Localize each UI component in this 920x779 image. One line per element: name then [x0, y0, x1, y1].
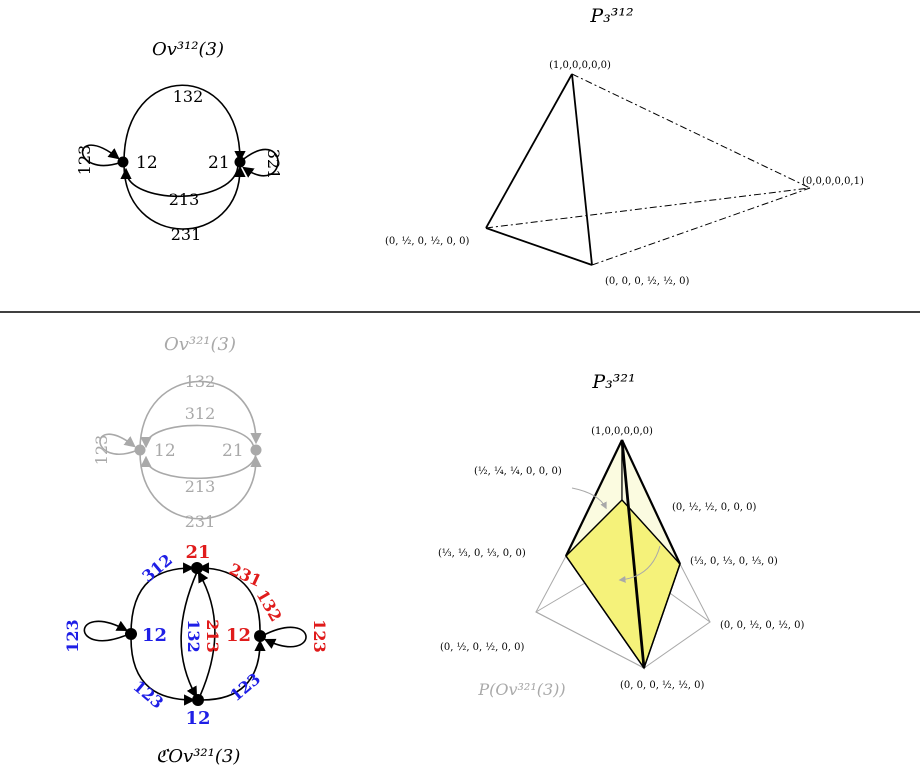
top-left-title: Ov³¹²(3): [152, 39, 224, 60]
edge-path: [130, 637, 196, 706]
edge-line: [571, 73, 593, 266]
cov-node-left: 12: [142, 625, 167, 646]
bottom-right-title: P₃³²¹: [591, 371, 635, 393]
node-label-21: 21: [208, 153, 230, 173]
label: (½, ¼, ¼, 0, 0, 0): [474, 466, 562, 477]
edge-line: [535, 555, 567, 613]
edge-line: [565, 439, 623, 557]
vertex-label: (0, ½, 0, ½, 0, 0): [385, 236, 470, 247]
edge-line: [571, 73, 811, 189]
graph-node: [250, 444, 262, 456]
edge-path: [618, 545, 661, 583]
cov-node-right: 12: [226, 625, 251, 646]
edge-path: [197, 562, 261, 631]
cov-title: ℭOv³²¹(3): [156, 746, 241, 767]
polytope-caption: P(Ov³²¹(3)): [477, 680, 565, 699]
edge-line: [620, 439, 646, 669]
loop-321: [239, 148, 279, 178]
edge-path: [99, 433, 139, 455]
edge-label-123: 123: [75, 145, 94, 176]
graph-node: [125, 628, 137, 640]
edge-path: [261, 626, 307, 649]
vertex-label: (1,0,0,0,0,0): [549, 60, 611, 71]
edge-path: [180, 571, 198, 698]
vertex-label: (0, 0, 0, ½, ½, 0): [605, 276, 690, 287]
grey-graph-title: Ov³²¹(3): [164, 334, 236, 355]
label: 21: [222, 441, 244, 461]
label: 132: [184, 619, 203, 652]
bottom-right-polytope: P₃³²¹ (1,0,0,0,0,0) (½, ¼, ¼, 0, 0, 0) (…: [438, 371, 805, 699]
edge-label-213: 213: [169, 190, 200, 209]
edge-line: [485, 73, 573, 229]
edge-path: [140, 424, 255, 451]
label: (0, 0, 0, ½, ½, 0): [620, 680, 705, 691]
label: 123: [92, 435, 111, 466]
edge-path: [139, 451, 262, 520]
edge-path: [571, 487, 607, 510]
label: 123: [129, 677, 167, 713]
top-left-graph: Ov³¹²(3) 12 21 132 213 231 123 321: [75, 39, 283, 244]
cov-node-bottom: 12: [185, 708, 210, 729]
cov-node-top: 21: [185, 542, 210, 563]
label: (0, 0, ½, 0, ½, 0): [720, 620, 805, 631]
label: 213: [185, 477, 216, 496]
grey-graph: Ov³²¹(3) 12 21 132 312 213 231 123: [92, 334, 262, 531]
edge-path: [201, 639, 266, 701]
label: 123: [63, 619, 82, 652]
edge-line: [485, 227, 593, 266]
label: (0, ½, ½, 0, 0, 0): [672, 502, 757, 513]
edge-line: [535, 611, 645, 669]
edge-132: [123, 84, 246, 163]
node-label-12: 12: [136, 153, 158, 173]
label: (⅓, ⅓, 0, ⅓, 0, 0): [438, 548, 526, 559]
label: 132: [185, 372, 216, 391]
label: 213: [203, 619, 222, 652]
label: 231: [185, 512, 216, 531]
vertex-label: (0,0,0,0,0,1): [802, 176, 864, 187]
top-right-title: P₃³¹²: [589, 5, 633, 27]
edge-path: [139, 380, 262, 451]
label: 123: [310, 619, 329, 652]
node-21: [234, 156, 246, 168]
edge-path: [130, 562, 195, 635]
edge-line: [565, 555, 645, 669]
edge-line: [621, 439, 681, 565]
node-12: [117, 156, 129, 168]
loop-123: [81, 144, 123, 167]
graph-node: [191, 562, 203, 574]
edge-label-231: 231: [171, 225, 202, 244]
graph-node: [254, 630, 266, 642]
top-right-polytope: P₃³¹² (1,0,0,0,0,0) (0,0,0,0,0,1) (0, ½,…: [385, 5, 864, 287]
edge-line: [591, 187, 811, 266]
edge-path: [197, 571, 216, 697]
label: (1,0,0,0,0,0): [591, 426, 653, 437]
edge-label-321: 321: [264, 149, 283, 180]
edge-line: [643, 563, 681, 669]
edge-label-132: 132: [173, 87, 204, 106]
edge-213: [120, 163, 239, 198]
label: 12: [154, 441, 176, 461]
label: 312: [185, 404, 216, 423]
label: 312: [138, 550, 176, 586]
label: (0, ½, 0, ½, 0, 0): [440, 642, 525, 653]
colored-graph: 21 12 12 12 312 231 132 123 123 132 213 …: [63, 542, 329, 767]
label: (⅓, 0, ⅓, 0, ⅓, 0): [690, 556, 778, 567]
edge-231: [123, 163, 246, 230]
edge-line: [679, 563, 711, 623]
edge-line: [485, 187, 811, 229]
edge-path: [83, 620, 130, 642]
graph-node: [192, 694, 204, 706]
label: 123: [226, 669, 264, 705]
graph-node: [134, 444, 146, 456]
